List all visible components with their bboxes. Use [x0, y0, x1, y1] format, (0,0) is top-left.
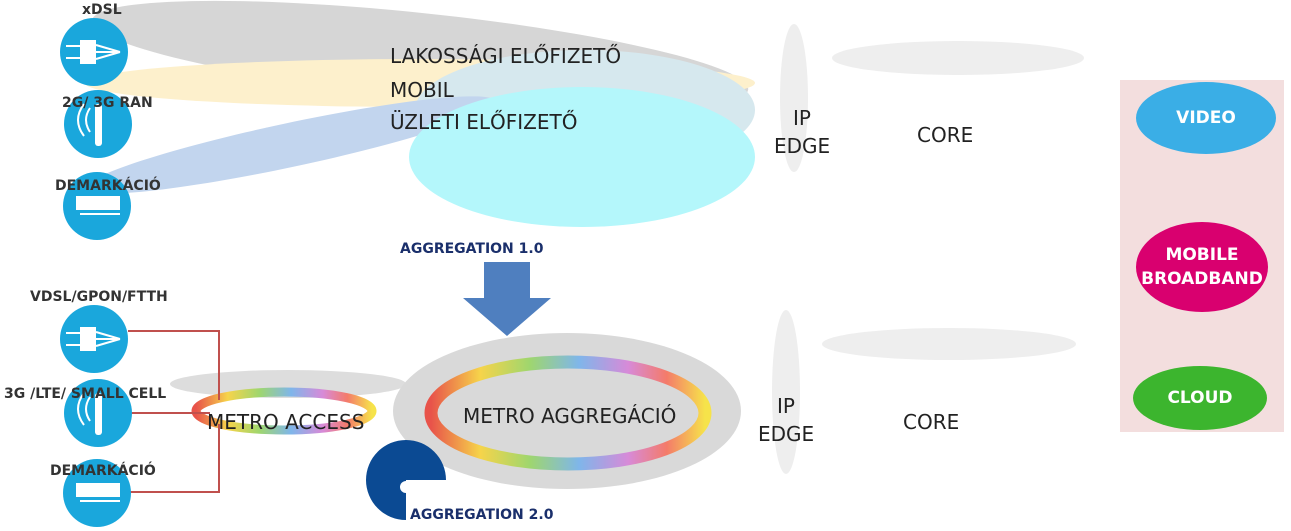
modern-access-demarc-label: DEMARKÁCIÓ: [50, 463, 156, 479]
ran-antenna-icon: [64, 90, 132, 158]
modern-demarcation-icon: [63, 459, 131, 527]
access-links: [128, 330, 220, 493]
vdsl-icon: [60, 305, 128, 373]
modern-ip-edge-line1: IP: [777, 394, 795, 418]
modern-access-lte-label: 3G /LTE/ SMALL CELL: [4, 386, 167, 402]
legacy-access-xdsl-label: xDSL: [82, 2, 122, 18]
service-cloud: CLOUD: [1133, 366, 1267, 430]
aggregation-2-logo: [366, 440, 446, 520]
legacy-subscriber-residential: LAKOSSÁGI ELŐFIZETŐ: [390, 44, 622, 68]
legacy-ip-edge-line1: IP: [793, 106, 811, 130]
metro-access-bg: [170, 370, 406, 398]
legacy-demarc-ellipse: [84, 96, 496, 194]
metro-access-label: METRO ACCESS: [207, 410, 365, 434]
aggregation-1-label: AGGREGATION 1.0: [400, 241, 544, 257]
legacy-business-ellipse: [409, 87, 755, 227]
service-mobile-broadband-label: MOBILE BROADBAND: [1141, 245, 1263, 289]
legacy-core-label: CORE: [917, 123, 974, 147]
legacy-core-shape: [832, 41, 1084, 75]
modern-ip-edge-label: IP EDGE: [758, 392, 814, 448]
modern-ip-edge-line2: EDGE: [758, 422, 815, 446]
modern-access-vdsl-label: VDSL/GPON/FTTH: [30, 289, 168, 305]
demarcation-device-icon: [63, 172, 131, 240]
modern-core-shape: [822, 328, 1076, 360]
legacy-ip-edge-shape: [780, 24, 808, 172]
legacy-subscriber-business: ÜZLETI ELŐFIZETŐ: [390, 110, 578, 134]
modern-ip-edge-shape: [772, 310, 800, 474]
aggregation-arrow: [463, 262, 551, 336]
aggregation-2-label: AGGREGATION 2.0: [410, 507, 554, 523]
legacy-access-ran-label: 2G/ 3G RAN: [62, 95, 153, 111]
metro-access-ring: [191, 387, 377, 435]
service-mobile-broadband: MOBILE BROADBAND: [1136, 222, 1268, 312]
lte-antenna-icon: [64, 379, 132, 447]
xdsl-icon: [60, 18, 128, 86]
metro-aggregation-ring: [424, 355, 712, 471]
service-video: VIDEO: [1136, 82, 1276, 154]
legacy-ip-edge-line2: EDGE: [774, 134, 831, 158]
service-video-label: VIDEO: [1176, 108, 1236, 128]
legacy-ip-edge-label: IP EDGE: [774, 104, 830, 160]
legacy-subscriber-mobile: MOBIL: [390, 78, 454, 102]
metro-aggregation-label: METRO AGGREGÁCIÓ: [463, 404, 677, 428]
legacy-access-demarc-label: DEMARKÁCIÓ: [55, 178, 161, 194]
service-cloud-label: CLOUD: [1167, 388, 1233, 408]
modern-core-label: CORE: [903, 410, 960, 434]
